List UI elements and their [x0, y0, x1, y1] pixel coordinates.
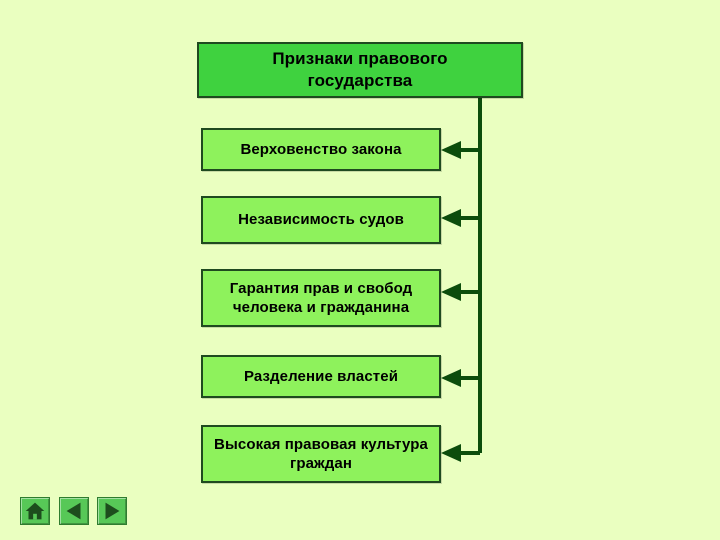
feature-box-legal-culture: Высокая правовая культура граждан — [201, 425, 441, 483]
home-button[interactable] — [20, 497, 50, 525]
previous-arrow-icon — [66, 502, 81, 520]
diagram-title: Признаки правового государства — [272, 49, 448, 90]
diagram-title-box: Признаки правового государства — [197, 42, 523, 98]
previous-button[interactable] — [59, 497, 89, 525]
feature-label-1: Верховенство закона — [240, 140, 402, 158]
arrow-icon-2 — [441, 209, 461, 227]
feature-box-rule-of-law: Верховенство закона — [201, 128, 441, 171]
arrow-icon-1 — [441, 141, 461, 159]
feature-label-3: Гарантия прав и свобод человека и гражда… — [229, 279, 413, 316]
next-button[interactable] — [97, 497, 127, 525]
feature-box-rights-guarantee: Гарантия прав и свобод человека и гражда… — [201, 269, 441, 327]
feature-box-separation-of-powers: Разделение властей — [201, 355, 441, 398]
feature-label-2: Независимость судов — [238, 211, 404, 229]
arrow-icon-3 — [441, 283, 461, 301]
arrow-icon-4 — [441, 369, 461, 387]
feature-label-5: Высокая правовая культура граждан — [214, 435, 428, 472]
arrow-icon-5 — [441, 444, 461, 462]
home-icon — [25, 502, 45, 520]
feature-label-4: Разделение властей — [243, 367, 399, 385]
next-arrow-icon — [105, 502, 120, 520]
feature-box-court-independence: Независимость судов — [201, 196, 441, 244]
